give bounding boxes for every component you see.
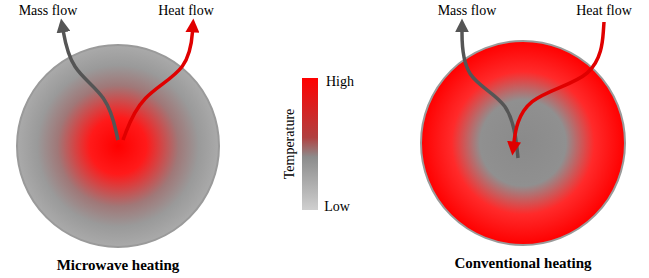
axis-title: Temperature [282, 109, 298, 180]
disc-caption: Conventional heating [419, 255, 627, 272]
flow-label: Mass flow [438, 3, 497, 19]
flow-arrow [513, 22, 604, 150]
flow-arrow [62, 24, 118, 140]
scale-label: Low [324, 199, 350, 215]
disc-outline [15, 43, 221, 249]
heating-disc: Microwave heating [15, 43, 221, 274]
arrow-group [62, 22, 604, 158]
flow-label: Heat flow [158, 3, 214, 19]
flow-arrow [123, 24, 193, 140]
flow-arrow [462, 24, 518, 158]
disc-outline [419, 39, 627, 247]
disc-caption: Microwave heating [15, 257, 221, 274]
temperature-colorbar [302, 78, 318, 210]
disc-circle [17, 45, 219, 247]
heating-disc: Conventional heating [419, 39, 627, 272]
disc-circle [421, 41, 625, 245]
scale-label: High [326, 74, 354, 90]
flow-label: Mass flow [19, 3, 78, 19]
flow-label: Heat flow [576, 3, 632, 19]
